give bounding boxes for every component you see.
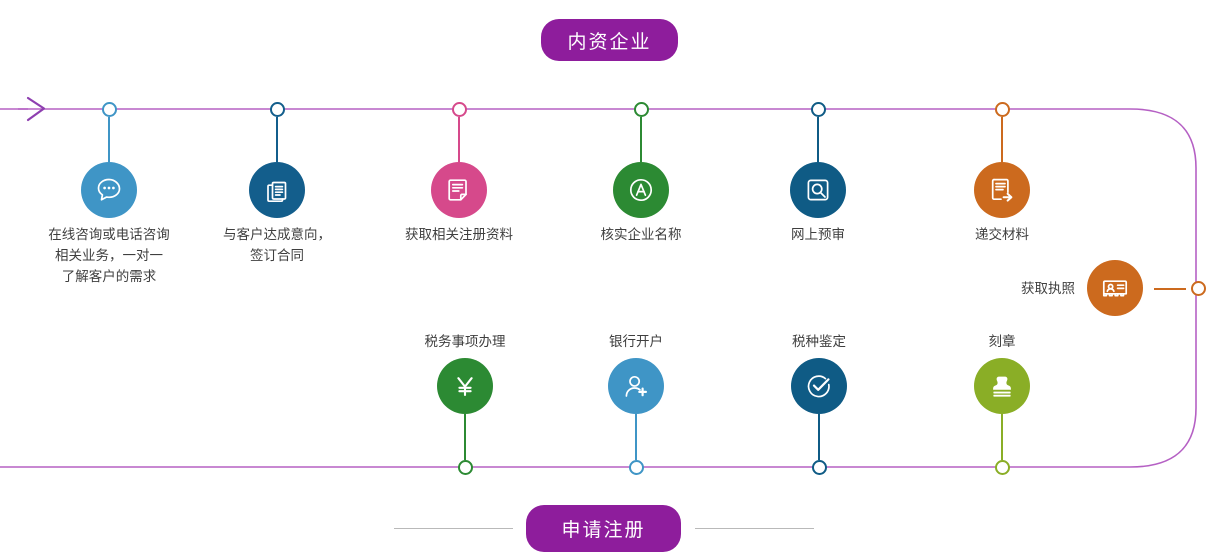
stamp-icon[interactable]	[974, 358, 1030, 414]
documents-stack-icon[interactable]	[249, 162, 305, 218]
node-step-3[interactable]	[451, 101, 467, 117]
label-step-8: 税务事项办理	[424, 334, 506, 349]
circled-a-icon[interactable]	[613, 162, 669, 218]
label-step-3: 获取相关注册资料	[405, 227, 513, 242]
node-step-11[interactable]	[994, 459, 1010, 475]
node-step-10[interactable]	[811, 459, 827, 475]
label-step-4: 核实企业名称	[600, 227, 682, 242]
badge-rule-right	[695, 528, 814, 529]
label-step-10: 税种鉴定	[792, 334, 846, 349]
stem-step-1	[108, 117, 110, 162]
stem-step-2	[276, 117, 278, 162]
chat-bubble-icon[interactable]	[81, 162, 137, 218]
node-step-6[interactable]	[994, 101, 1010, 117]
node-step-8[interactable]	[457, 459, 473, 475]
node-step-7[interactable]	[1190, 280, 1206, 296]
label-step-6: 递交材料	[975, 227, 1029, 242]
label-step-2: 与客户达成意向， 签订合同	[223, 227, 331, 263]
chevron-right-arrow-icon	[26, 96, 46, 122]
yen-currency-icon[interactable]	[437, 358, 493, 414]
badge-top[interactable]: 内资企业	[541, 19, 678, 61]
badge-rule-left	[394, 528, 513, 529]
license-connector-dash	[1154, 288, 1186, 290]
stem-step-3	[458, 117, 460, 162]
submit-document-icon[interactable]	[974, 162, 1030, 218]
add-person-icon[interactable]	[608, 358, 664, 414]
label-step-7: 获取执照	[1021, 281, 1075, 296]
stem-step-6	[1001, 117, 1003, 162]
document-search-icon[interactable]	[790, 162, 846, 218]
node-step-5[interactable]	[810, 101, 826, 117]
stem-step-10	[818, 414, 820, 460]
stem-step-11	[1001, 414, 1003, 460]
badge-bottom[interactable]: 申请注册	[526, 505, 681, 552]
node-step-1[interactable]	[101, 101, 117, 117]
label-step-5: 网上预审	[791, 227, 845, 242]
label-step-9: 银行开户	[609, 334, 663, 349]
node-step-4[interactable]	[633, 101, 649, 117]
label-step-11: 刻章	[988, 334, 1016, 349]
badge-bottom-label: 申请注册	[561, 520, 646, 541]
check-circle-icon[interactable]	[791, 358, 847, 414]
badge-top-label: 内资企业	[567, 31, 652, 53]
stem-step-9	[635, 414, 637, 460]
stem-step-4	[640, 117, 642, 162]
license-card-icon[interactable]	[1087, 260, 1143, 316]
label-step-1: 在线咨询或电话咨询 相关业务，一对一 了解客户的需求	[48, 227, 170, 284]
node-step-9[interactable]	[628, 459, 644, 475]
form-document-icon[interactable]	[431, 162, 487, 218]
stem-step-8	[464, 414, 466, 460]
stem-step-5	[817, 117, 819, 162]
node-step-2[interactable]	[269, 101, 285, 117]
